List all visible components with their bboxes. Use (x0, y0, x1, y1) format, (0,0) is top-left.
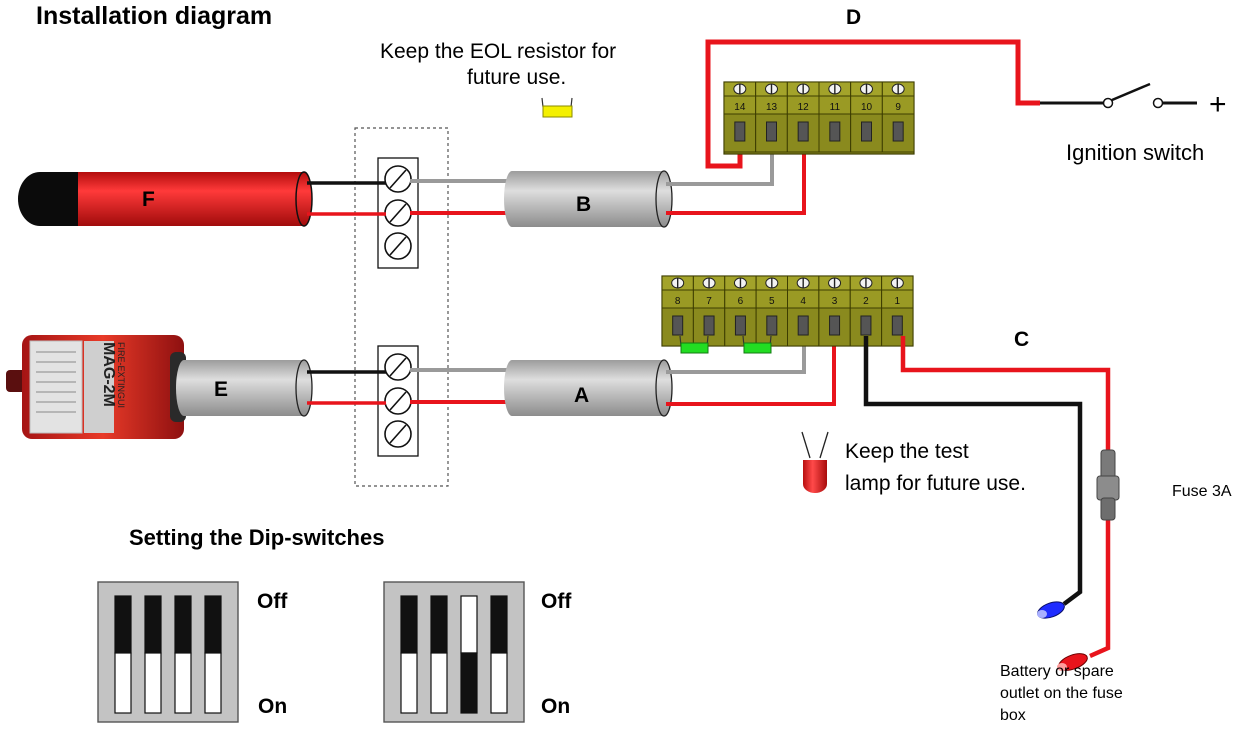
extinguisher-f (18, 171, 313, 227)
cable-a-label: A (574, 384, 589, 407)
cable-e-label: E (214, 378, 228, 401)
wire-d (705, 39, 1040, 169)
fuse-holder (1096, 449, 1120, 521)
terminal-6: 6 (724, 275, 757, 347)
ignition-switch (1040, 82, 1197, 109)
terminal-12: 12 (786, 81, 820, 153)
terminal-number: 9 (895, 102, 901, 113)
extinguisher-e-brand: MAG-2M (100, 342, 117, 407)
battery-note-line1: Battery or spare (1000, 663, 1114, 680)
terminal-10: 10 (850, 81, 883, 153)
wire-c-red (900, 336, 1111, 455)
terminal-number: 8 (675, 296, 681, 307)
battery-terminal-blue (1037, 601, 1065, 619)
terminal-number: 5 (769, 296, 775, 307)
ignition-plus-sign: + (1209, 88, 1227, 121)
dip-switch-lever-4[interactable] (490, 595, 508, 714)
terminal-number: 13 (766, 102, 778, 113)
battery-note-line3: box (1000, 707, 1026, 724)
battery-terminal-red (1057, 653, 1088, 671)
dip-switch-lever-4[interactable] (204, 595, 222, 714)
test-lamp (801, 431, 829, 493)
battery-note-line2: outlet on the fuse (1000, 685, 1123, 702)
terminal-4: 4 (787, 275, 820, 347)
dip-switch-lever-1[interactable] (114, 595, 132, 714)
green-resistor-6-5 (742, 335, 772, 354)
terminal-number: 14 (734, 102, 746, 113)
green-resistor-8-7 (679, 335, 709, 354)
terminal-number: 7 (706, 296, 712, 307)
dip-1-off-label: Off (257, 590, 288, 613)
terminal-number: 12 (798, 102, 810, 113)
terminal-3: 3 (818, 275, 851, 347)
dip-switch-lever-3[interactable] (460, 595, 478, 714)
terminal-number: 4 (800, 296, 806, 307)
junction-box-outline (354, 127, 449, 487)
wire-b-grey-out (666, 142, 774, 186)
ignition-switch-label: Ignition switch (1066, 140, 1204, 165)
test-lamp-note-line1: Keep the test (845, 440, 969, 463)
wire-c-black (863, 336, 1083, 606)
cable-a (504, 359, 673, 417)
wire-b-red-out (666, 142, 806, 215)
wire-label-d: D (846, 6, 861, 29)
terminal-block-lower: 8 7 6 5 4 3 2 1 (661, 275, 914, 347)
dip-2-off-label: Off (541, 590, 572, 613)
terminal-11: 11 (818, 81, 852, 153)
dip-switch-lever-3[interactable] (174, 595, 192, 714)
extinguisher-e-canister: MAG-2M FIRE-EXTINGUI (6, 335, 186, 439)
eol-note-line2: future use. (467, 66, 566, 89)
extinguisher-f-label: F (142, 188, 155, 211)
terminal-7: 7 (692, 275, 726, 347)
terminal-block-upper: 14 13 12 11 10 9 (723, 81, 915, 155)
eol-resistor-yellow (541, 97, 573, 118)
dip-switch-block-1 (97, 581, 239, 723)
cable-e (176, 359, 313, 417)
terminal-5: 5 (755, 275, 788, 347)
terminal-number: 6 (738, 296, 744, 307)
wire-a-red-out (666, 336, 836, 406)
dip-switch-heading: Setting the Dip-switches (129, 525, 384, 550)
terminal-14: 14 (723, 81, 757, 153)
dip-switch-lever-1[interactable] (400, 595, 418, 714)
wire-a-grey-out (666, 336, 806, 374)
wire-c-red-lower (1089, 518, 1111, 659)
dip-1-on-label: On (258, 695, 287, 718)
eol-note-line1: Keep the EOL resistor for (380, 40, 616, 63)
terminal-8: 8 (661, 275, 694, 347)
dip-switch-block-2 (383, 581, 525, 723)
fuse-label: Fuse 3A (1172, 483, 1232, 500)
terminal-9: 9 (881, 81, 915, 153)
cable-b-label: B (576, 193, 591, 216)
terminal-number: 3 (832, 296, 838, 307)
cable-b (504, 170, 673, 228)
terminal-1: 1 (881, 275, 914, 347)
dip-switch-lever-2[interactable] (430, 595, 448, 714)
dip-2-on-label: On (541, 695, 570, 718)
test-lamp-note-line2: lamp for future use. (845, 472, 1026, 495)
wire-label-c: C (1014, 328, 1029, 351)
terminal-number: 10 (861, 102, 873, 113)
terminal-13: 13 (755, 81, 788, 153)
dip-switch-lever-2[interactable] (144, 595, 162, 714)
terminal-2: 2 (849, 275, 883, 347)
terminal-number: 2 (863, 296, 869, 307)
page-title: Installation diagram (36, 2, 272, 30)
terminal-number: 1 (895, 296, 901, 307)
extinguisher-e-text: FIRE-EXTINGUI (116, 342, 126, 408)
terminal-number: 11 (830, 102, 841, 113)
